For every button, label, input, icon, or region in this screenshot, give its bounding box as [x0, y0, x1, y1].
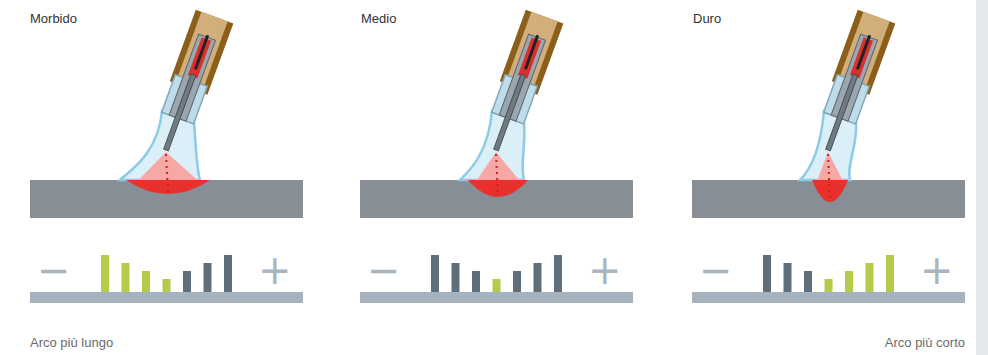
- plus-sign: +: [588, 250, 622, 290]
- minus-sign: −: [367, 250, 401, 290]
- scale-bar: [513, 271, 521, 292]
- scale-bar: [534, 263, 542, 292]
- scale-bar: [472, 271, 480, 292]
- plus-sign: +: [258, 250, 292, 290]
- collet-line: [194, 35, 209, 70]
- plus-sign: +: [920, 250, 954, 290]
- minus-sign: −: [37, 250, 71, 290]
- weld-pool: [468, 180, 528, 197]
- weld-panel: [30, 10, 303, 303]
- arc-axis: [166, 154, 168, 192]
- scale-bar: [763, 255, 771, 292]
- scale-bar: [101, 255, 109, 292]
- weld-panel: [360, 10, 633, 303]
- scale-bar: [804, 271, 812, 292]
- panel-title: Duro: [693, 12, 721, 25]
- welding-arc: [139, 152, 198, 180]
- scale-bar: [452, 263, 460, 292]
- welding-arc: [477, 152, 519, 180]
- scale-bar: [224, 255, 232, 292]
- scale-base: [30, 292, 303, 303]
- scale-bar: [845, 271, 853, 292]
- scale-bar: [886, 255, 894, 292]
- side-strip: [976, 0, 988, 355]
- panel-title: Morbido: [30, 12, 77, 25]
- tig-torch: [477, 10, 563, 157]
- tig-torch: [147, 10, 233, 157]
- scale-bar: [493, 279, 501, 292]
- scale-base: [692, 292, 965, 303]
- arc-axis: [828, 154, 830, 200]
- scale-bar: [122, 263, 130, 292]
- tig-torch: [809, 10, 895, 157]
- scale-bar: [866, 263, 874, 292]
- welding-arc: [817, 152, 842, 180]
- arc-axis: [496, 154, 498, 195]
- scale-bar: [431, 255, 439, 292]
- collet-line: [856, 35, 871, 70]
- scale-base: [360, 292, 633, 303]
- minus-sign: −: [699, 250, 733, 290]
- scale-caption: Arco più lungo: [30, 336, 113, 349]
- weld-panel: [692, 10, 965, 303]
- base-plate: [30, 180, 303, 218]
- scale-bar: [204, 263, 212, 292]
- scale-bar: [784, 263, 792, 292]
- base-plate: [360, 180, 633, 218]
- collet-line: [524, 35, 539, 70]
- scale-bar: [163, 279, 171, 292]
- scale-bar: [142, 271, 150, 292]
- scale-bar: [825, 279, 833, 292]
- panel-title: Medio: [361, 12, 396, 25]
- scale-bar: [554, 255, 562, 292]
- tungsten-electrode: [164, 74, 196, 151]
- tungsten-electrode: [494, 74, 526, 151]
- tungsten-electrode: [826, 74, 858, 151]
- scale-caption: Arco più corto: [885, 336, 965, 349]
- scale-bar: [183, 271, 191, 292]
